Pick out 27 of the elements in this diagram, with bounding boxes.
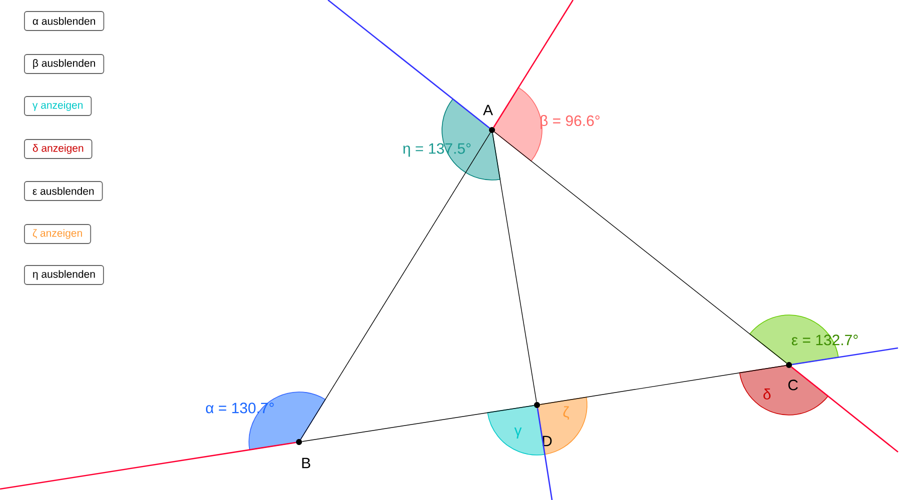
- toggle-button: ζ anzeigen: [24, 224, 92, 244]
- point: B: [296, 439, 310, 468]
- node-label: A: [483, 104, 493, 116]
- toggle-button: α ausblenden: [24, 11, 104, 31]
- angle-label: δ: [763, 388, 771, 400]
- angle-label: ζ: [563, 406, 570, 420]
- node-label: B: [302, 458, 310, 468]
- node-label: C: [788, 380, 798, 390]
- toggle-button: γ anzeigen: [24, 96, 92, 116]
- toggle-button: ε ausblenden: [24, 181, 103, 201]
- toggle-button: η ausblenden: [24, 265, 104, 285]
- point: C: [786, 362, 798, 390]
- line-segment: [540, 365, 786, 405]
- ray: [536, 408, 553, 500]
- point: A: [483, 104, 495, 133]
- line-segment: [494, 132, 787, 364]
- toggle-button: δ anzeigen: [24, 139, 92, 159]
- ray: [791, 366, 898, 452]
- toggle-button: β ausblenden: [24, 54, 104, 74]
- ray: [493, 0, 574, 128]
- line-segment: [492, 132, 537, 402]
- line-segment: [302, 405, 534, 442]
- ray: [328, 0, 490, 129]
- angle-label: γ: [514, 427, 522, 438]
- ray: [0, 442, 296, 490]
- ray: [792, 347, 898, 366]
- line-segment: [300, 132, 491, 440]
